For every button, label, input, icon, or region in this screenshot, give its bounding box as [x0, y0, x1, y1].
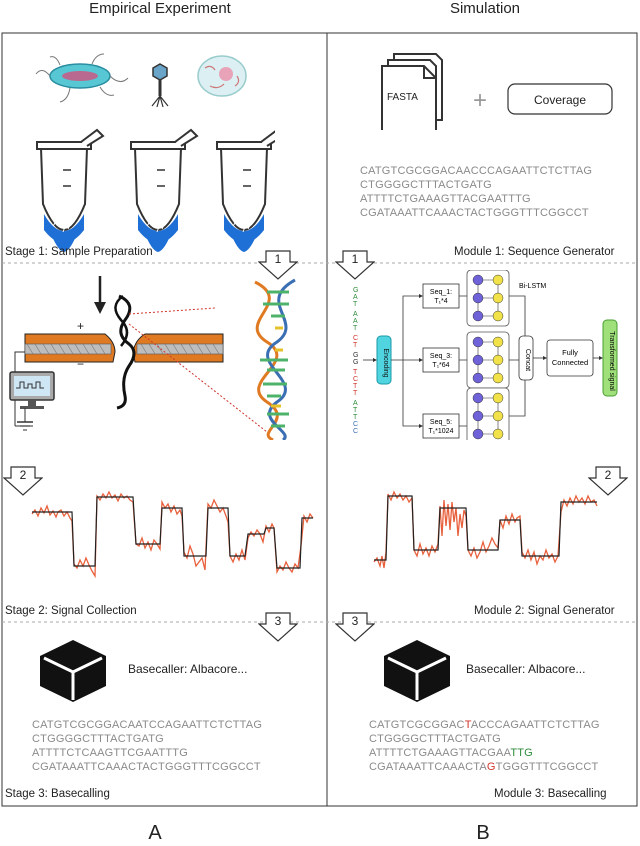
input-sequence: CATGTCGCGGACAACCCAGAATTCTCTTAG CTGGGGCTT… — [360, 165, 593, 219]
left-column-title: Empirical Experiment — [89, 0, 231, 17]
lstm-block-1 — [466, 270, 510, 327]
dna-strand — [116, 294, 136, 410]
step-1-arrow-right — [335, 250, 375, 280]
svg-text:Seq_3:: Seq_3: — [430, 353, 452, 360]
stage-3-label: Stage 3: Basecalling — [5, 788, 110, 800]
input-nucleotides: G A T A A T C T G G T C T T A T T C C — [353, 287, 360, 435]
empirical-output-sequence: CATGTCGCGGACAATCCAGAATTCTCTTAG CTGGGGCTT… — [32, 719, 263, 773]
module-3-label: Module 3: Basecalling — [494, 788, 607, 800]
step-1-arrow-left — [258, 250, 298, 280]
svg-text:T₁*1024: T₁*1024 — [429, 428, 454, 435]
simulated-signal-trace — [373, 490, 598, 569]
network-diagram: G A T A A T C T G G T C T T A T T C C En… — [353, 270, 618, 440]
minus-electrode: − — [77, 357, 84, 371]
step-3-arrow-left — [258, 612, 298, 642]
cell-icon — [197, 55, 247, 97]
lstm-block-2 — [466, 331, 510, 389]
step-2-number-right: 2 — [604, 468, 612, 482]
step-3-number-left: 3 — [274, 614, 282, 628]
tube-icon-1 — [36, 129, 104, 253]
black-box-icon-right — [384, 640, 450, 702]
step-2-arrow-left — [3, 466, 43, 496]
panel-label-b: B — [476, 822, 490, 844]
empirical-signal-trace — [31, 490, 314, 579]
svg-text:Seq_5:: Seq_5: — [430, 419, 452, 426]
stage-1-label: Stage 1: Sample Preparation — [5, 246, 153, 258]
svg-text:T₁*64: T₁*64 — [432, 362, 449, 369]
svg-text:Encoding: Encoding — [382, 348, 389, 377]
coverage-box — [507, 83, 613, 115]
svg-text:Seq_1:: Seq_1: — [430, 289, 452, 296]
monitor-icon — [9, 371, 55, 409]
step-3-arrow-right — [335, 612, 375, 642]
simulated-output-sequence: CATGTCGCGGACTACCCAGAATTCTCTTAG CTGGGGCTT… — [369, 719, 600, 773]
fasta-label: FASTA — [387, 92, 418, 103]
panel-label-a: A — [148, 822, 162, 844]
tube-icon-3 — [216, 129, 275, 253]
bacterium-icon — [35, 53, 129, 103]
module-2-label: Module 2: Signal Generator — [474, 605, 615, 617]
module-1-label: Module 1: Sequence Generator — [454, 246, 615, 258]
organisms-illustration — [35, 53, 247, 108]
right-panel-border — [326, 32, 638, 807]
nanopore-setup: + − — [9, 276, 296, 440]
fasta-coverage-input: + Coverage — [381, 53, 613, 130]
coverage-label: Coverage — [534, 93, 586, 107]
tube-icon-2 — [130, 129, 198, 253]
step-3-number-right: 3 — [351, 614, 359, 628]
dna-helix-icon — [254, 278, 296, 440]
svg-text:Transformed signal: Transformed signal — [608, 331, 615, 391]
seq-3-box — [422, 347, 460, 373]
phage-icon — [151, 63, 169, 108]
svg-text:Fully: Fully — [562, 348, 578, 357]
basecaller-label-right: Basecaller: Albacore... — [466, 662, 586, 676]
plus-sign: + — [473, 87, 487, 114]
step-1-number-left: 1 — [274, 252, 282, 266]
transformed-signal-block — [602, 319, 618, 397]
right-column-title: Simulation — [449, 0, 521, 17]
lstm-block-3 — [466, 387, 510, 440]
basecaller-label-left: Basecaller: Albacore... — [128, 662, 248, 676]
plus-electrode: + — [77, 319, 84, 333]
bilstm-label: Bi-LSTM — [519, 283, 546, 290]
stage-2-label: Stage 2: Signal Collection — [5, 605, 137, 617]
step-2-number-left: 2 — [19, 468, 27, 482]
svg-text:Concat: Concat — [524, 349, 531, 371]
sample-tubes — [36, 129, 275, 253]
step-2-arrow-right — [588, 466, 628, 496]
step-1-number-right: 1 — [351, 252, 359, 266]
black-box-icon-left — [40, 640, 106, 702]
svg-text:T₁*4: T₁*4 — [434, 298, 447, 305]
svg-text:Connected: Connected — [552, 358, 588, 367]
fasta-file-icon — [381, 53, 443, 130]
